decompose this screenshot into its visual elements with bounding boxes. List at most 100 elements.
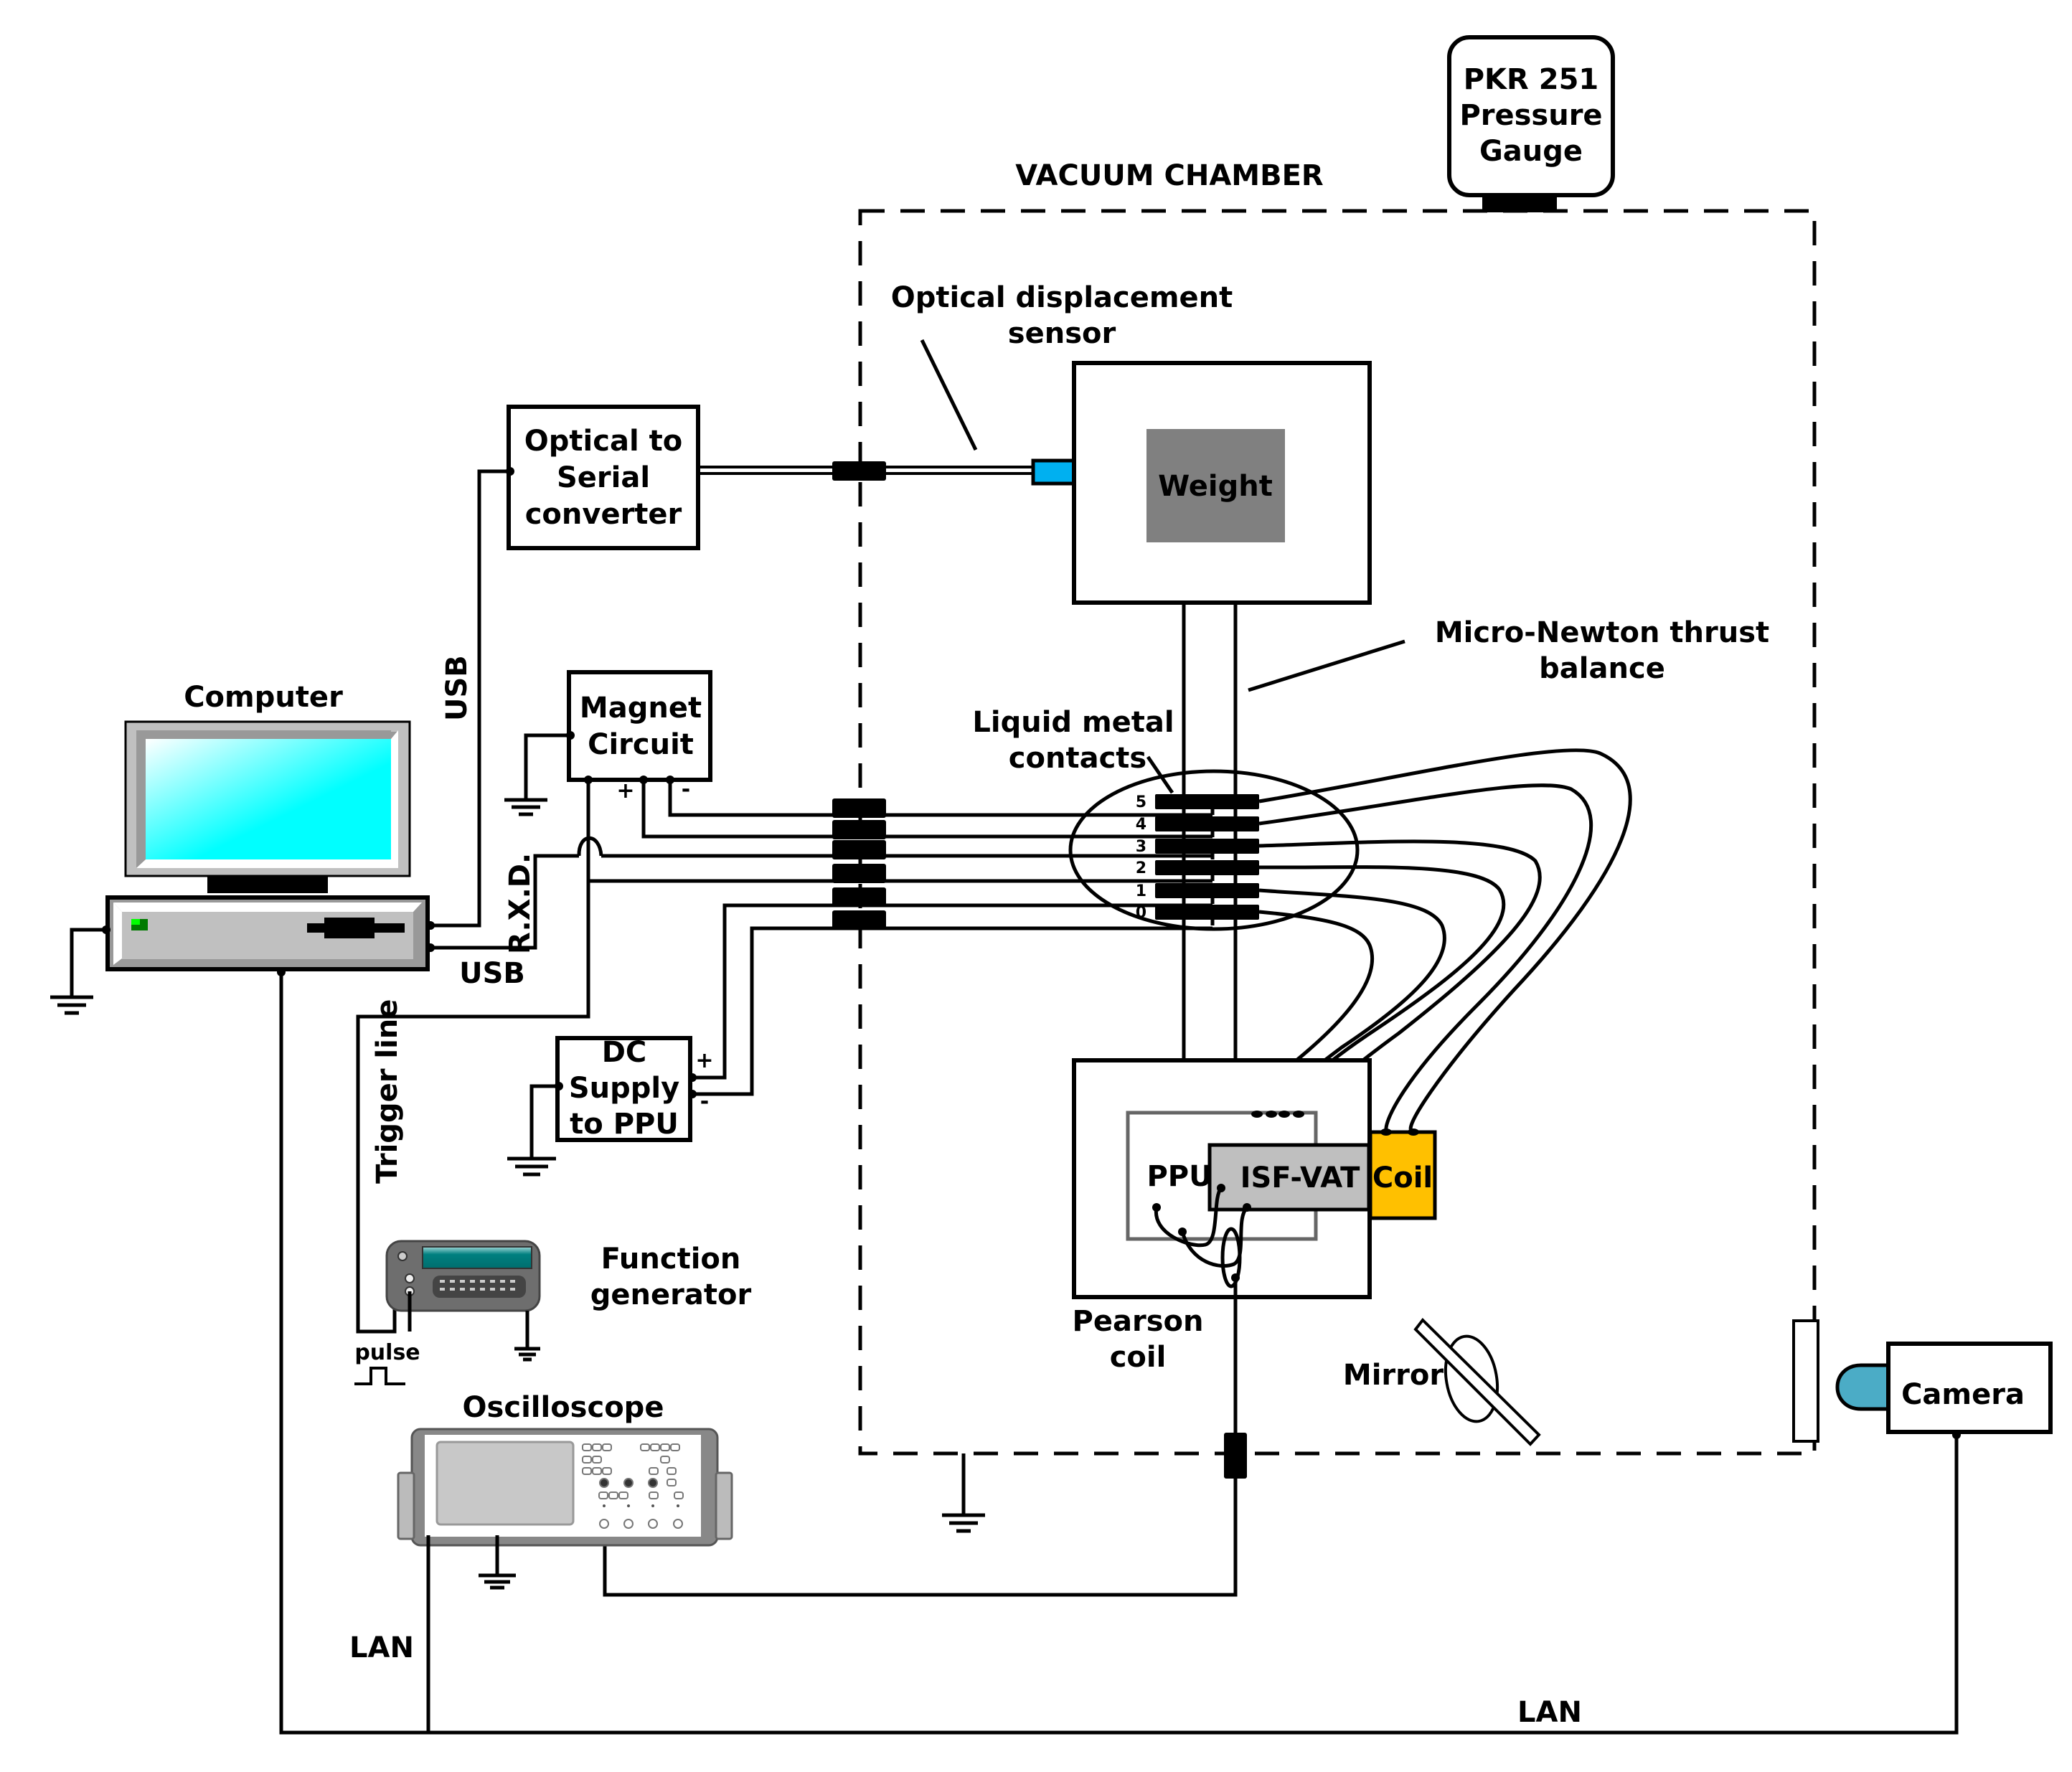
- pressure-gauge-label-1: PKR 251: [1464, 63, 1599, 96]
- osc-button: [602, 1443, 612, 1451]
- computer-lan-node: [277, 968, 286, 976]
- ground-symbol-chamber: [942, 1453, 985, 1533]
- feedthrough-block: [832, 840, 886, 859]
- contact-bar: [1155, 839, 1259, 854]
- mirror-plate: [1413, 1317, 1541, 1446]
- feedthrough-block: [832, 910, 886, 930]
- rxd-label: R.X.D.: [504, 853, 537, 954]
- magnet-plus-label: +: [616, 778, 634, 803]
- ppu-internal-wire-1: [1154, 1187, 1223, 1248]
- osc-button: [660, 1443, 670, 1451]
- weight-block: [1146, 429, 1285, 542]
- magnet-circuit: Magnet Circuit + -: [504, 670, 712, 816]
- magnet-minus-label: -: [682, 777, 690, 802]
- fg-key: [450, 1280, 455, 1283]
- osc-button: [674, 1491, 684, 1499]
- osc-button: [598, 1491, 608, 1499]
- magnet-circuit-box: [567, 670, 712, 782]
- converter-label-2: Serial: [557, 461, 650, 494]
- pc-case-bevel-left: [113, 903, 122, 965]
- magnet-ground-node: [566, 731, 575, 740]
- osc-button: [582, 1456, 592, 1464]
- pulse-label: pulse: [354, 1340, 420, 1365]
- osc-led: [603, 1504, 606, 1507]
- optical-sensor-label-2: sensor: [1008, 317, 1116, 350]
- vacuum-chamber: VACUUM CHAMBER: [858, 159, 1817, 1456]
- ground-symbol-fg: [514, 1347, 540, 1362]
- osc-button: [640, 1443, 650, 1451]
- dc-supply-label-2: Supply: [569, 1072, 679, 1105]
- fg-key: [510, 1280, 515, 1283]
- fg-key: [480, 1280, 485, 1283]
- ground-symbol-osc: [479, 1573, 516, 1590]
- contacts-ellipse: [1068, 769, 1360, 931]
- pearson-coil-label-1: Pearson: [1073, 1305, 1204, 1338]
- osc-button: [649, 1467, 659, 1475]
- osc-button: [582, 1467, 592, 1475]
- optical-sensor-pointer: [920, 339, 978, 451]
- ground-symbol-dc: [507, 1156, 556, 1177]
- fg-key: [440, 1280, 445, 1283]
- magnet-circuit-label-1: Magnet: [580, 692, 702, 725]
- osc-button: [660, 1456, 670, 1464]
- converter-label-1: Optical to: [524, 425, 682, 458]
- isf-vat-box: [1207, 1143, 1371, 1212]
- dc-minus-label: -: [700, 1089, 709, 1114]
- pressure-gauge: PKR 251 Pressure Gauge: [1447, 35, 1615, 212]
- dc-plus-label: +: [695, 1048, 713, 1073]
- fg-key: [460, 1280, 465, 1283]
- camera-label: Camera: [1901, 1378, 2025, 1411]
- usb-node-2: [426, 943, 435, 952]
- fg-key: [480, 1288, 485, 1291]
- fg-key: [460, 1288, 465, 1291]
- dc-ground-wire: [529, 1084, 559, 1159]
- coil-box: [1368, 1130, 1437, 1220]
- fg-key: [470, 1288, 475, 1291]
- usb-horizontal-label: USB: [459, 957, 525, 990]
- mirror: Mirror: [1343, 1317, 1541, 1446]
- dc-supply: DC Supply to PPU + -: [507, 1036, 714, 1177]
- contact-number: 5: [1136, 793, 1146, 811]
- fg-key: [450, 1288, 455, 1291]
- ppu-node-3: [1278, 1111, 1290, 1118]
- contact-bar: [1155, 905, 1259, 920]
- osc-button: [608, 1491, 618, 1499]
- lan-bottom-label: LAN: [1517, 1696, 1582, 1729]
- fg-key: [500, 1288, 505, 1291]
- feedthrough-block: [832, 798, 886, 818]
- thrust-balance-label: Micro-Newton thrust balance: [1248, 616, 1769, 692]
- feedthrough-block: [832, 864, 886, 883]
- wire-contact-0: [694, 926, 1212, 1096]
- cable-contact-5: [1258, 748, 1632, 1133]
- magnet-ground-wire: [524, 733, 570, 800]
- thrust-balance-label-1: Micro-Newton thrust: [1435, 616, 1769, 649]
- ground-symbol-magnet: [504, 798, 547, 816]
- osc-button: [592, 1443, 602, 1451]
- osc-connector: [673, 1519, 683, 1529]
- function-generator-display: [422, 1246, 532, 1269]
- ppu-node-2: [1266, 1111, 1277, 1118]
- pressure-gauge-flange: [1482, 195, 1557, 212]
- computer-ground-wire: [70, 928, 108, 997]
- monitor-screen: [146, 739, 391, 859]
- contact-bar: [1155, 860, 1259, 875]
- vacuum-chamber-boundary: [858, 209, 1817, 1456]
- usb-vertical-label: USB: [441, 655, 474, 721]
- function-generator-label-2: generator: [590, 1278, 752, 1311]
- mirror-mount: [1444, 1334, 1499, 1423]
- feedthrough-block: [832, 887, 886, 907]
- viewport-window: [1792, 1319, 1819, 1443]
- coil-node-1: [1380, 1128, 1392, 1136]
- converter-usb-node: [506, 467, 514, 476]
- pressure-gauge-label-3: Gauge: [1479, 135, 1583, 168]
- fg-keypad-keys: [440, 1280, 515, 1291]
- ppu-node-1: [1251, 1111, 1263, 1118]
- thrust-balance-pointer: [1248, 639, 1405, 692]
- computer-label: Computer: [184, 681, 343, 714]
- thruster-assembly: PPU ISF-VAT Coil Pearson coil: [1072, 1058, 1437, 1374]
- osc-button: [650, 1443, 660, 1451]
- osc-button: [667, 1479, 677, 1486]
- coil-label: Coil: [1372, 1161, 1433, 1194]
